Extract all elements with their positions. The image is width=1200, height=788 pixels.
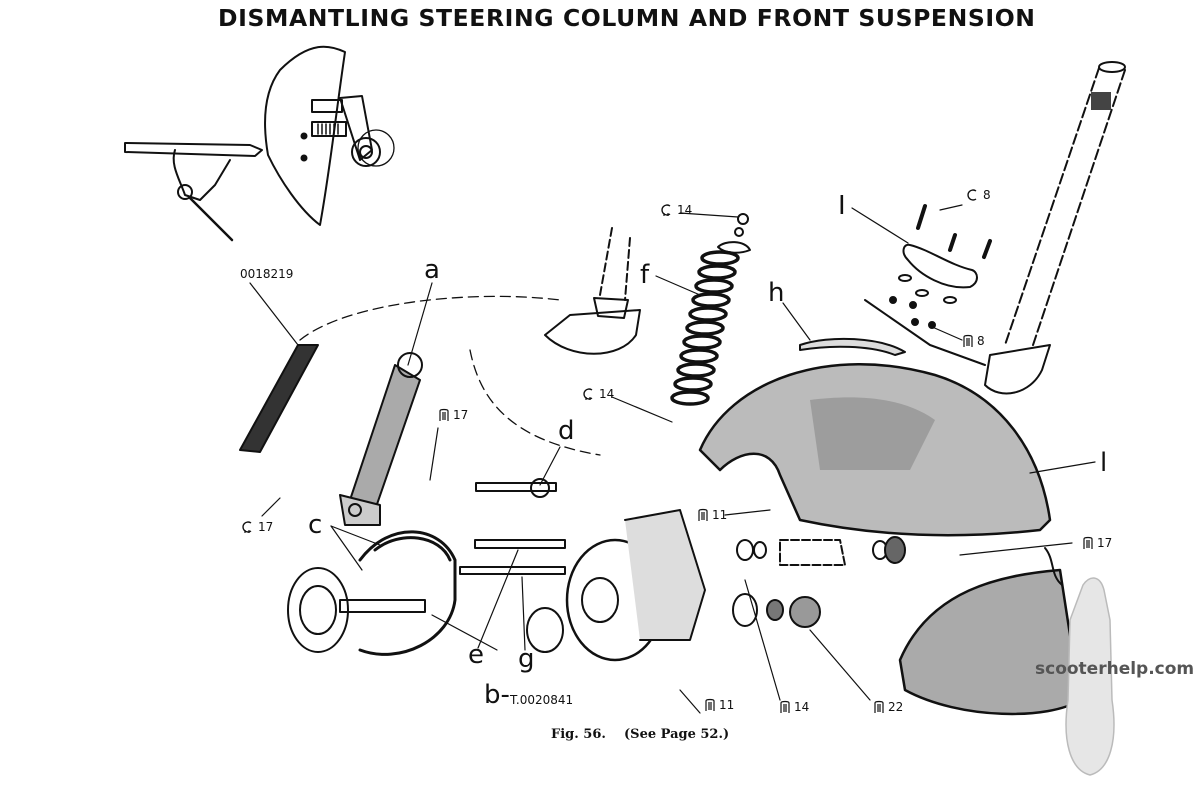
socket-icon xyxy=(780,700,790,713)
brake-drum-hub xyxy=(526,509,706,662)
c-spanner-icon xyxy=(242,521,252,533)
label-f: f xyxy=(640,260,650,290)
axle-washers xyxy=(732,536,906,628)
tool-socket-11-bottom: 11 xyxy=(704,698,734,712)
brake-assembly xyxy=(287,530,457,656)
shock-absorber xyxy=(339,352,423,526)
tool-c-spanner-8-top: 8 xyxy=(966,188,991,202)
tool-socket-11-mid: 11 xyxy=(697,508,727,522)
front-mudguard xyxy=(698,363,1082,716)
tool-socket-22-bottom: 22 xyxy=(873,700,903,714)
tool-c-spanner-17-left: 17 xyxy=(241,520,273,534)
socket-icon xyxy=(963,334,973,347)
scooter-watermark-silhouette xyxy=(1065,577,1115,776)
tool-c-spanner-14-mid: 14 xyxy=(582,387,614,401)
tool-size: 8 xyxy=(983,188,991,202)
crown-plate xyxy=(889,204,992,329)
part-number-arm-tool: 0018219 xyxy=(240,267,294,281)
label-i: I xyxy=(838,191,846,221)
steering-column xyxy=(984,61,1126,395)
spring-top-hardware xyxy=(717,213,751,254)
socket-icon xyxy=(439,408,449,421)
figure-title: DISMANTLING STEERING COLUMN AND FRONT SU… xyxy=(218,4,1036,32)
tool-socket-14-bottom: 14 xyxy=(779,700,809,714)
socket-icon xyxy=(698,508,708,521)
trim-strip xyxy=(799,337,906,356)
watermark-text: scooterhelp.com xyxy=(1035,659,1195,679)
tool-size: 17 xyxy=(1097,536,1113,550)
tool-socket-8-mid: 8 xyxy=(962,334,985,348)
c-spanner-icon xyxy=(661,204,671,216)
inset-assembled-view xyxy=(124,45,395,242)
tool-size: 17 xyxy=(258,520,274,534)
tool-size: 22 xyxy=(888,700,904,714)
tool-size: 11 xyxy=(719,698,735,712)
tool-size: 11 xyxy=(712,508,728,522)
tool-c-spanner-14-top: 14 xyxy=(660,203,692,217)
label-d: d xyxy=(558,416,575,446)
part-number-brake-tool: T.0020841 xyxy=(510,693,574,707)
tool-size: 14 xyxy=(794,700,810,714)
tool-socket-17-right: 17 xyxy=(1082,536,1112,550)
label-h: h xyxy=(768,278,785,308)
label-e: e xyxy=(468,640,484,670)
leader-lines xyxy=(249,204,1096,714)
arm-removal-tool xyxy=(239,344,319,453)
tool-size: 17 xyxy=(453,408,469,422)
socket-icon xyxy=(874,700,884,713)
spindles xyxy=(459,478,566,575)
coil-spring xyxy=(670,250,740,406)
label-b: b- xyxy=(484,680,510,710)
c-spanner-icon xyxy=(583,388,593,400)
figure-caption: Fig. 56. (See Page 52.) xyxy=(551,727,730,742)
label-c: c xyxy=(308,510,323,540)
tool-size: 8 xyxy=(977,334,985,348)
fork-upper-mount xyxy=(544,227,641,355)
tool-size: 14 xyxy=(599,387,615,401)
tool-socket-17-mid: 17 xyxy=(438,408,468,422)
socket-icon xyxy=(1083,536,1093,549)
label-a: a xyxy=(424,255,440,285)
label-g: g xyxy=(518,644,535,674)
c-spanner-icon xyxy=(967,189,977,201)
label-l: l xyxy=(1100,448,1108,478)
tool-size: 14 xyxy=(677,203,693,217)
socket-icon xyxy=(705,698,715,711)
